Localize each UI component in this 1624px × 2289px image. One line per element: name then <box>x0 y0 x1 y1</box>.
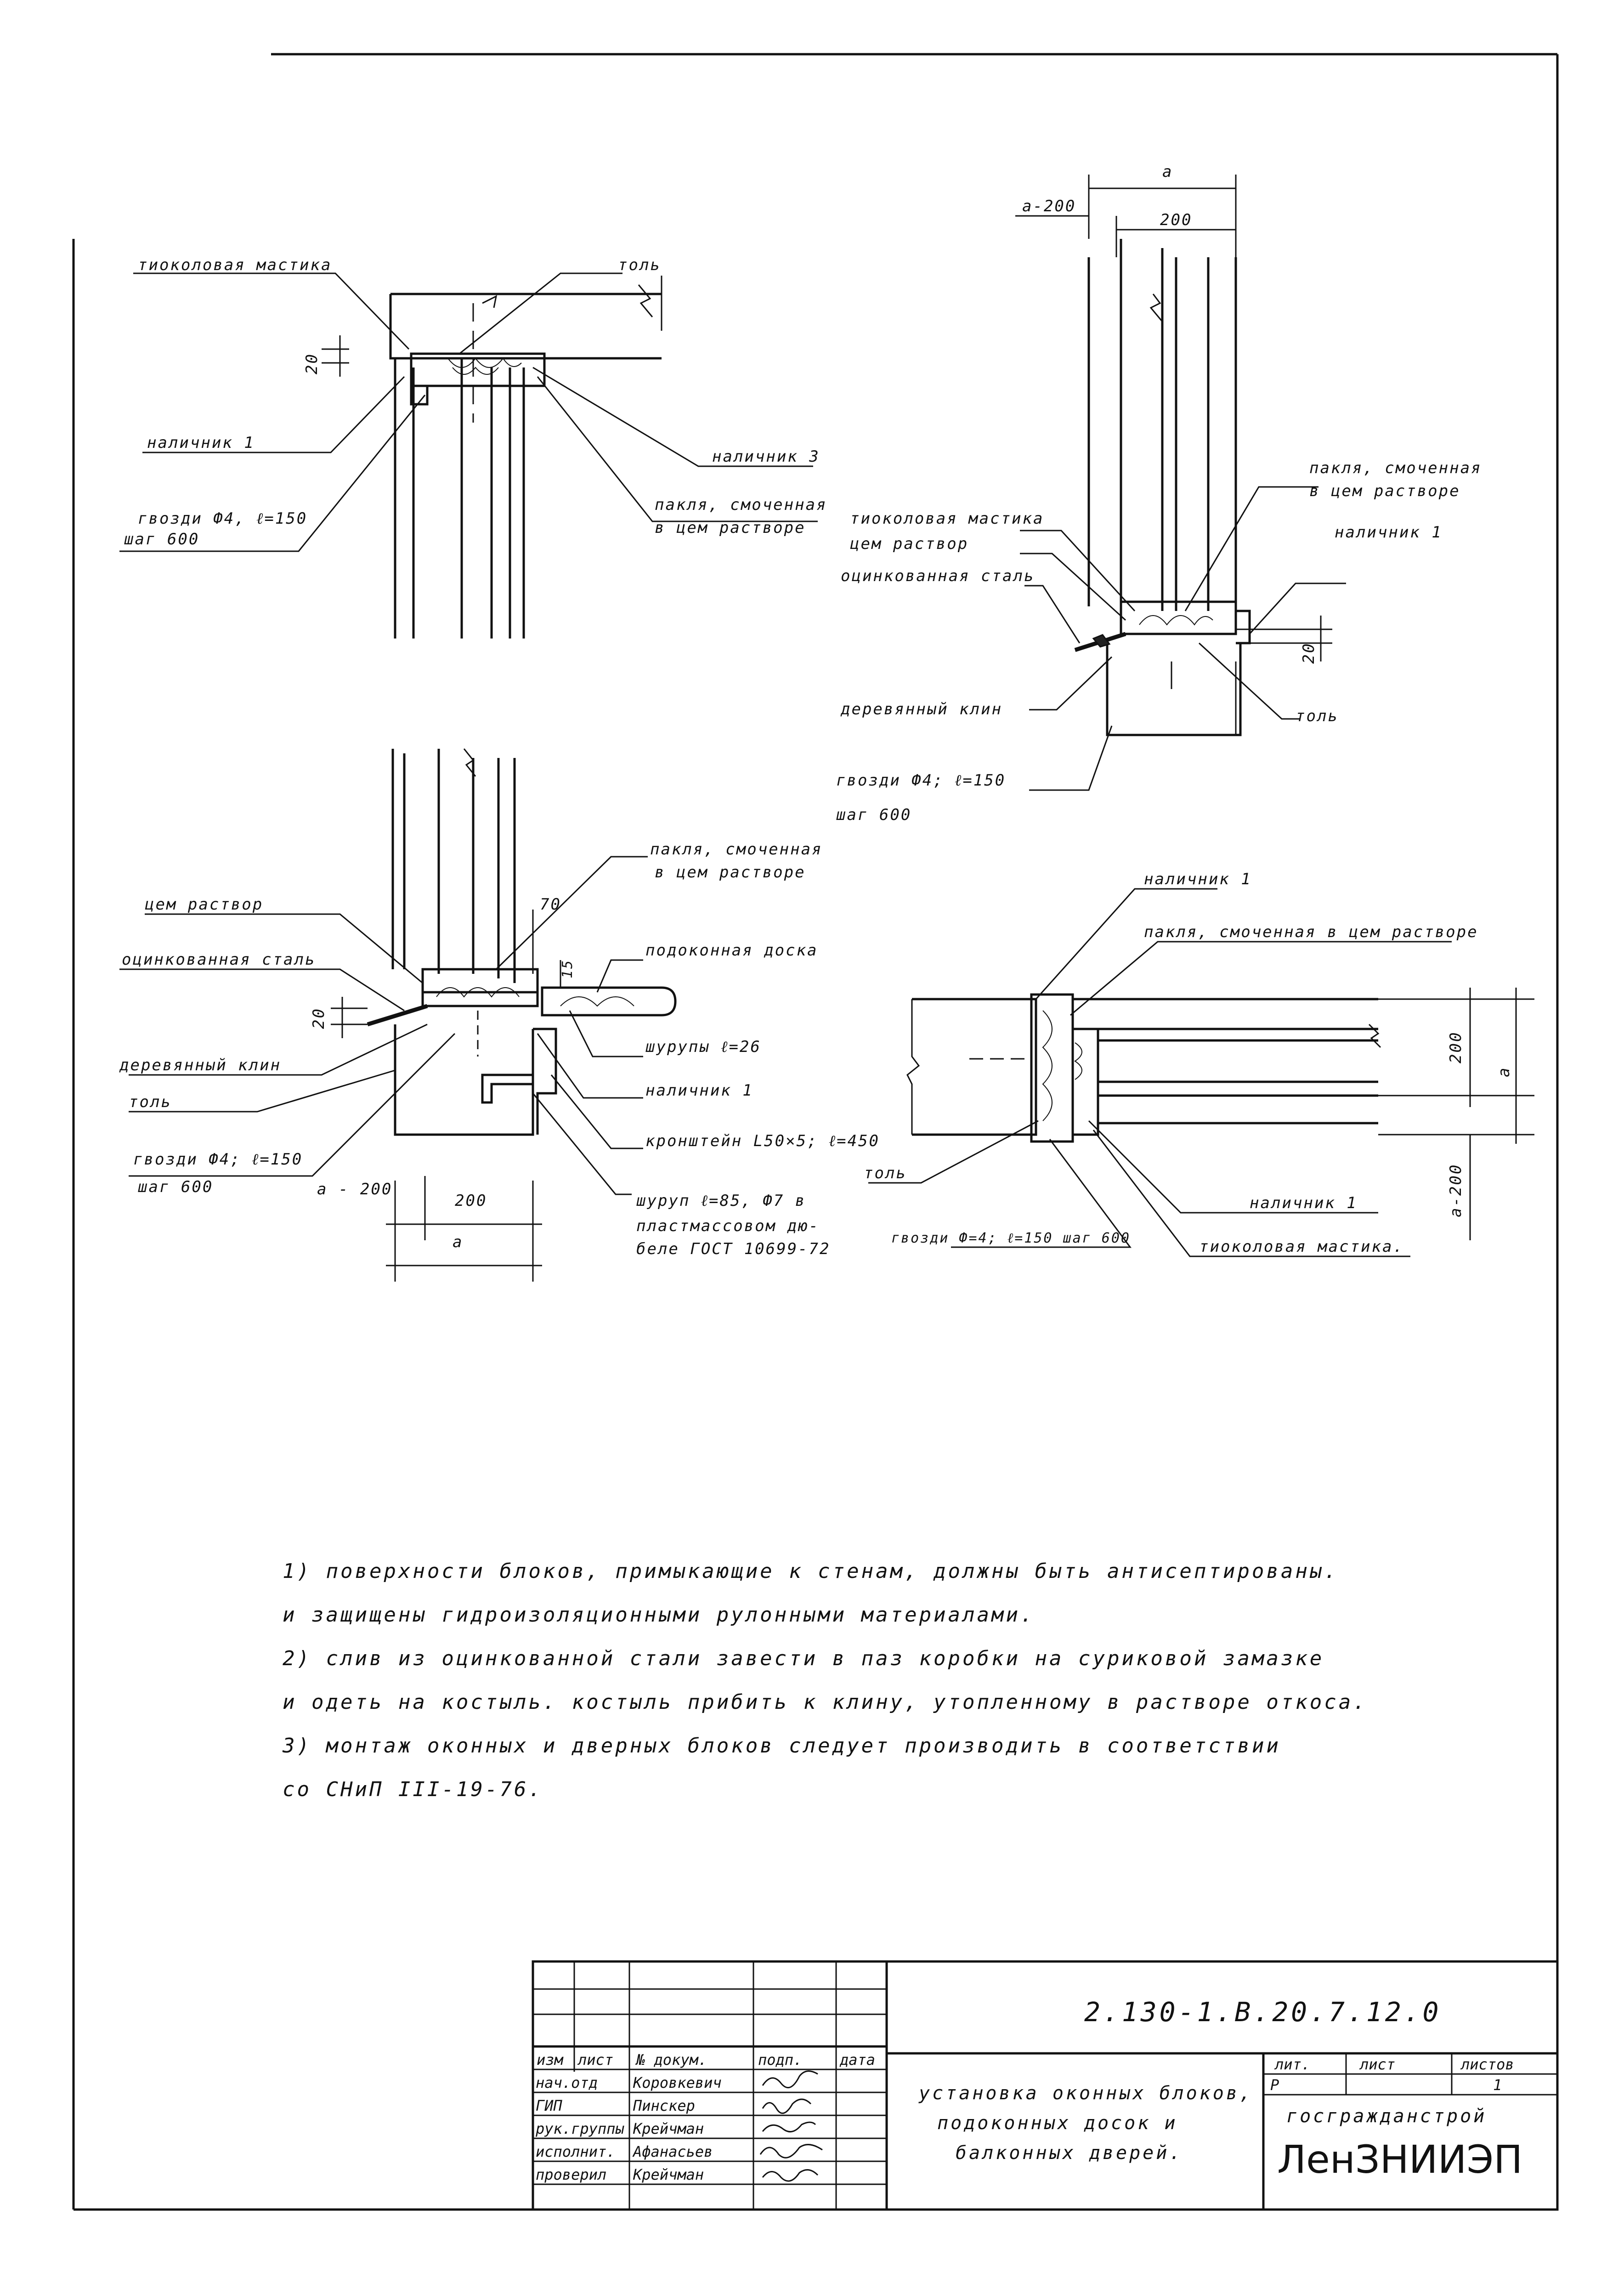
label-nails-bl: гвозди Ф4; ℓ=150 <box>133 1150 303 1169</box>
label-paklya-br: пакля, смоченная в цем растворе <box>1144 923 1478 941</box>
label-paklya2-tl: в цем растворе <box>655 519 806 537</box>
note-line-2: и защищены гидроизоляционными рулонными … <box>283 1603 1035 1627</box>
label-nails-step-tr: шаг 600 <box>836 806 911 824</box>
dim-200-bl: 200 <box>455 1192 487 1210</box>
label-nalichnik1-top-br: наличник 1 <box>1144 870 1252 888</box>
label-mastic-br: тиоколовая мастика. <box>1199 1238 1404 1256</box>
tb-header-doc: № докум. <box>635 2051 707 2069</box>
note-line-4: и одеть на костыль. костыль прибить к кл… <box>283 1690 1368 1714</box>
tb-role-1: нач.отд <box>536 2074 598 2091</box>
tb-header-list: лист <box>577 2051 613 2069</box>
dim-20-tl: 20 <box>303 353 321 374</box>
tb-doc-code: 2.130-1.В.20.7.12.0 <box>1084 1996 1441 2028</box>
detail-bottom-right <box>868 888 1534 1257</box>
label-nails-tr: гвозди Ф4; ℓ=150 <box>836 771 1006 790</box>
label-tol-br: толь <box>864 1164 907 1182</box>
note-line-3: 2) слив из оцинкованной стали завести в … <box>283 1647 1324 1670</box>
tb-role-4: исполнит. <box>536 2143 615 2160</box>
dim-a-bl: а <box>453 1233 463 1251</box>
tb-name-1: Коровкевич <box>633 2074 722 2091</box>
signatures <box>759 2070 823 2182</box>
label-cem-bl: цем раствор <box>145 895 263 914</box>
title-block <box>532 1960 1559 2211</box>
label-nalichnik1-tl: наличник 1 <box>147 434 255 452</box>
tb-header-izm: изм <box>537 2051 564 2069</box>
dim-20-bl: 20 <box>310 1007 328 1029</box>
label-paklya1-tr: пакля, смоченная <box>1309 459 1482 477</box>
label-nalichnik1-bottom-br: наличник 1 <box>1250 1194 1358 1212</box>
label-screw2-1-bl: шуруп ℓ=85, Ф7 в <box>636 1192 806 1210</box>
label-cem-tr: цем раствор <box>850 535 968 553</box>
dim-20-tr: 20 <box>1300 642 1318 664</box>
tb-org-top: госгражданстрой <box>1286 2106 1487 2127</box>
tb-lit-label: лит. <box>1274 2056 1310 2073</box>
label-screw2-2-bl: пластмассовом дю- <box>636 1217 820 1235</box>
label-screw2-3-bl: беле ГОСТ 10699-72 <box>636 1240 830 1258</box>
label-nalichnik3-tl: наличник 3 <box>712 447 820 466</box>
label-mastic-tr: тиоколовая мастика <box>850 509 1044 528</box>
tb-role-2: ГИП <box>536 2097 563 2114</box>
label-steel-tr: оцинкованная сталь <box>841 567 1035 585</box>
label-bracket-bl: кронштейн L50×5; ℓ=450 <box>645 1132 880 1150</box>
label-paklya1-bl: пакля, смоченная <box>650 840 823 859</box>
label-wedge-bl: деревянный клин <box>119 1056 281 1074</box>
tb-sheets-label: листов <box>1460 2056 1514 2073</box>
label-tol-tr: толь <box>1296 707 1339 725</box>
label-nalichnik1-bl: наличник 1 <box>645 1081 753 1100</box>
label-nails-br: гвозди Ф=4; ℓ=150 шаг 600 <box>891 1230 1131 1246</box>
tb-name-5: Крейчман <box>633 2166 704 2183</box>
label-paklya1-tl: пакля, смоченная <box>655 496 827 514</box>
detail-bottom-left <box>119 748 677 1282</box>
tb-sheet-label: лист <box>1359 2056 1395 2073</box>
label-mastic-tl: тиоколовая мастика <box>138 256 332 274</box>
tb-org: ЛенЗНИИЭП <box>1277 2137 1522 2182</box>
tb-header-date: дата <box>839 2051 875 2069</box>
tb-title-3: балконных дверей. <box>956 2142 1183 2164</box>
dim-a-tr: а <box>1162 163 1173 181</box>
detail-top-left <box>119 272 818 639</box>
label-nalichnik1-tr: наличник 1 <box>1335 523 1443 542</box>
dim-15-bl: 15 <box>560 959 576 978</box>
dim-a200-bl: а - 200 <box>317 1180 392 1198</box>
note-line-5: 3) монтаж оконных и дверных блоков следу… <box>282 1734 1281 1758</box>
tb-name-3: Крейчман <box>633 2120 704 2137</box>
label-nails-step-tl: шаг 600 <box>124 530 199 548</box>
tb-role-3: рук.группы <box>535 2120 624 2137</box>
tb-title-1: установка оконных блоков, <box>918 2083 1253 2104</box>
label-sill-bl: подоконная доска <box>645 941 818 960</box>
tb-name-2: Пинскер <box>633 2097 695 2114</box>
tb-title-2: подоконных досок и <box>937 2113 1177 2134</box>
label-paklya2-bl: в цем растворе <box>655 863 806 882</box>
note-line-1: 1) поверхности блоков, примыкающие к сте… <box>283 1560 1339 1583</box>
label-wedge-tr: деревянный клин <box>840 700 1002 718</box>
tb-lit-value: Р <box>1270 2076 1279 2094</box>
label-paklya2-tr: в цем растворе <box>1309 482 1460 500</box>
dim-200-tr: 200 <box>1160 211 1192 229</box>
dim-a200-br: а-200 <box>1447 1164 1465 1217</box>
detail-top-right <box>1015 175 1346 791</box>
tb-role-5: проверил <box>536 2166 606 2183</box>
note-line-6: со СНиП III-19-76. <box>283 1778 543 1801</box>
notes: 1) поверхности блоков, примыкающие к сте… <box>282 1560 1368 1801</box>
tb-sheets-value: 1 <box>1493 2076 1502 2094</box>
dim-a200-tr: а-200 <box>1022 197 1076 215</box>
label-screws-bl: шурупы ℓ=26 <box>645 1038 761 1056</box>
label-tol-tl: толь <box>618 256 661 274</box>
label-steel-bl: оцинкованная сталь <box>122 950 316 969</box>
tb-name-4: Афанасьев <box>632 2143 713 2160</box>
dim-70-bl: 70 <box>540 895 561 914</box>
label-nails-tl: гвозди Ф4, ℓ=150 <box>138 509 307 528</box>
dim-a-br: а <box>1495 1067 1513 1077</box>
dim-200-br: 200 <box>1447 1031 1465 1063</box>
label-nails-step-bl: шаг 600 <box>138 1178 213 1196</box>
label-tol-bl: толь <box>129 1093 172 1111</box>
tb-header-sign: подп. <box>758 2051 802 2069</box>
